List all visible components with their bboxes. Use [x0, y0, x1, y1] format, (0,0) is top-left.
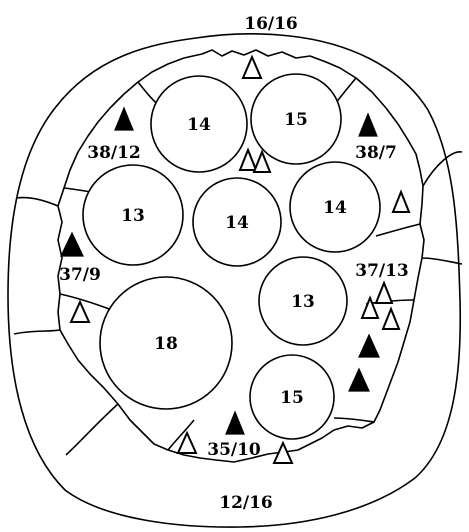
filled-triangle-icon	[349, 369, 369, 391]
filled-triangle-icon	[115, 108, 133, 130]
label-left: 37/9	[59, 265, 101, 285]
circle-label: 13	[121, 206, 145, 226]
open-triangle-icon	[393, 192, 409, 212]
division-line	[66, 404, 118, 455]
circle-label: 15	[280, 388, 304, 408]
division-line	[16, 197, 58, 206]
circle-7: 18	[100, 277, 232, 409]
circle-1: 14	[151, 76, 247, 172]
circle-8: 15	[250, 355, 334, 439]
open-triangle-icon	[383, 309, 399, 329]
circle-label: 18	[154, 334, 178, 354]
division-line	[14, 330, 60, 334]
division-line	[376, 224, 420, 236]
filled-triangle-icon	[359, 114, 377, 136]
division-line	[60, 294, 112, 310]
division-line	[422, 258, 462, 264]
circle-label: 15	[284, 110, 308, 130]
filled-triangle-icon	[61, 233, 83, 256]
circle-4: 14	[193, 178, 281, 266]
circle-label: 14	[225, 213, 249, 233]
division-line	[334, 418, 374, 422]
filled-triangle-icon	[359, 335, 379, 357]
open-triangle-icon	[243, 57, 261, 78]
label-top: 16/16	[244, 14, 298, 34]
circle-5: 14	[290, 162, 380, 252]
open-triangle-icon	[240, 150, 256, 170]
open-triangle-icon	[362, 298, 378, 318]
circle-label: 13	[291, 292, 315, 312]
open-triangle-icon	[254, 152, 270, 172]
circle-label: 14	[187, 115, 211, 135]
circle-label: 14	[323, 198, 347, 218]
division-line	[423, 152, 462, 186]
circle-6: 13	[259, 257, 347, 345]
open-triangle-icon	[71, 302, 89, 322]
label-upper-left: 38/12	[87, 143, 141, 163]
label-upper-right: 38/7	[355, 143, 397, 163]
filled-triangle-icon	[226, 412, 244, 434]
circle-2: 15	[251, 74, 341, 164]
circle-3: 13	[83, 165, 183, 265]
label-bottom: 12/16	[219, 493, 273, 513]
label-right: 37/13	[355, 261, 409, 281]
open-triangle-icon	[376, 283, 392, 303]
label-bottom-center: 35/10	[207, 440, 261, 460]
